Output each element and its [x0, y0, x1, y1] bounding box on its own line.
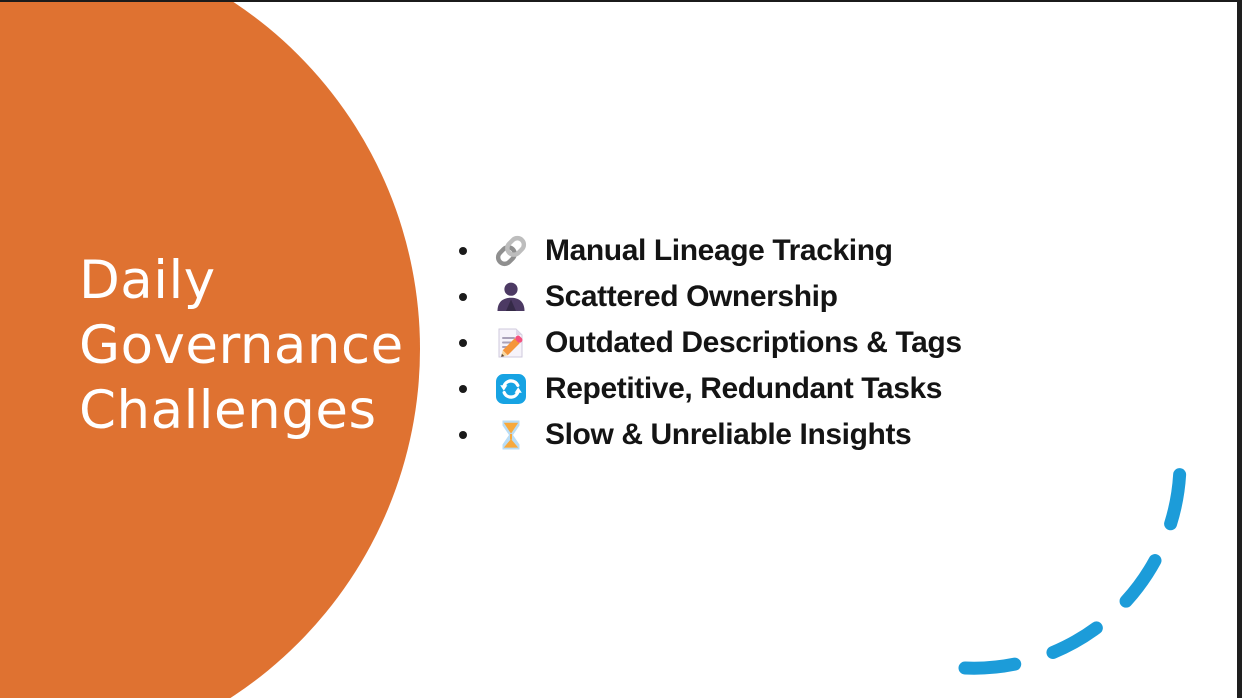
- list-item: Slow & Unreliable Insights: [459, 412, 962, 458]
- list-item: Repetitive, Redundant Tasks: [459, 366, 962, 412]
- bullet-dot: [459, 385, 467, 393]
- slide-title: Daily Governance Challenges: [79, 250, 404, 441]
- person-icon: [497, 282, 525, 311]
- orange-circle-decoration: [0, 0, 420, 698]
- hourglass-icon: [502, 420, 520, 450]
- list-item: Manual Lineage Tracking: [459, 228, 962, 274]
- bullet-label: Outdated Descriptions & Tags: [545, 326, 962, 359]
- bullet-dot: [459, 247, 467, 255]
- bullet-dot: [459, 431, 467, 439]
- window-right-edge: [1237, 0, 1242, 698]
- refresh-icon: [496, 374, 526, 404]
- bullet-label: Repetitive, Redundant Tasks: [545, 372, 943, 405]
- link-icon: [495, 235, 527, 267]
- list-item: Outdated Descriptions & Tags: [459, 320, 962, 366]
- window-top-edge: [0, 0, 1242, 2]
- challenges-list: Manual Lineage Tracking Scattered Owners…: [459, 228, 962, 458]
- bullet-label: Scattered Ownership: [545, 280, 838, 313]
- memo-pencil-icon: [498, 328, 523, 358]
- list-item: Scattered Ownership: [459, 274, 962, 320]
- blue-dashed-arc-decoration: [958, 453, 1187, 675]
- bullet-label: Manual Lineage Tracking: [545, 234, 893, 267]
- bullet-dot: [459, 339, 467, 347]
- bullet-dot: [459, 293, 467, 301]
- bullet-label: Slow & Unreliable Insights: [545, 418, 912, 451]
